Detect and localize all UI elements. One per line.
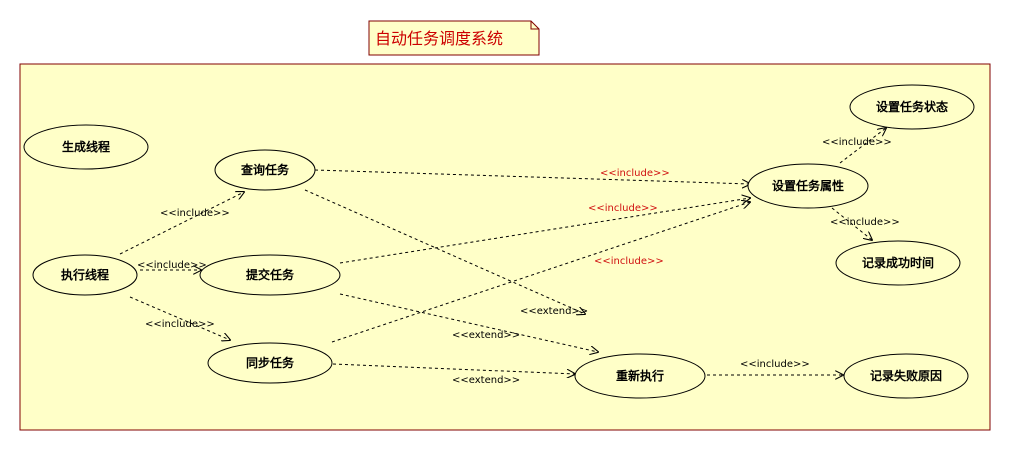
relation-label-exec-sync: <<include>>: [145, 319, 215, 330]
use-case-failreason: 记录失败原因: [843, 353, 969, 399]
relation-arrow-sync-reexec: [332, 363, 575, 374]
relation-arrow-setattr-successtime: [831, 207, 872, 240]
relation-arrow-sync-setattr: [331, 202, 750, 343]
use-case-label-sync: 同步任务: [246, 355, 295, 370]
use-case-ellipse-query: [214, 149, 316, 191]
use-case-query: 查询任务: [214, 149, 316, 191]
use-case-ellipse-submit: [199, 254, 341, 296]
title-note: 自动任务调度系统: [368, 20, 540, 56]
use-case-label-setstatus: 设置任务状态: [876, 99, 948, 114]
use-case-ellipse-gen: [23, 124, 149, 170]
relation-arrow-query-setattr: [314, 169, 750, 184]
system-boundary: [19, 63, 991, 431]
use-case-label-query: 查询任务: [240, 162, 290, 177]
relation-label-sync-setattr: <<include>>: [594, 256, 664, 267]
relation-labels: <<include>> <<include>> <<include>> <<inclu…: [137, 137, 900, 386]
use-case-ellipse-setstatus: [849, 84, 975, 130]
use-case-sync: 同步任务: [207, 342, 333, 384]
use-case-label-exec: 执行线程: [61, 267, 109, 282]
relation-label-setattr-successtime: <<include>>: [830, 217, 900, 228]
relation-arrow-exec-sync: [129, 296, 230, 340]
use-case-ellipse-sync: [207, 342, 333, 384]
diagram-title: 自动任务调度系统: [375, 29, 503, 48]
use-case-label-failreason: 记录失败原因: [870, 368, 942, 383]
use-case-gen: 生成线程: [23, 124, 149, 170]
relation-label-setattr-setstatus: <<include>>: [822, 137, 892, 148]
relation-arrow-setattr-setstatus: [839, 128, 886, 164]
relation-label-query-setattr: <<include>>: [600, 168, 670, 179]
relation-arrow-exec-query: [119, 192, 244, 255]
use-case-ellipse-successtime: [835, 240, 961, 286]
use-case-label-submit: 提交任务: [246, 267, 295, 282]
use-case-submit: 提交任务: [199, 254, 341, 296]
relation-label-submit-setattr: <<include>>: [588, 203, 658, 214]
use-case-exec: 执行线程: [32, 254, 138, 296]
use-case-reexec: 重新执行: [574, 353, 706, 399]
use-case-ellipse-failreason: [843, 353, 969, 399]
relations: [119, 128, 886, 375]
relation-label-exec-submit: <<include>>: [137, 260, 207, 271]
relation-label-reexec-failreason: <<include>>: [740, 359, 810, 370]
use-case-ellipse-exec: [32, 254, 138, 296]
use-case-label-successtime: 记录成功时间: [862, 255, 934, 270]
use-case-ellipse-setattr: [747, 163, 869, 209]
use-case-setattr: 设置任务属性: [747, 163, 869, 209]
relation-arrow-submit-reexec: [339, 293, 598, 352]
use-case-setstatus: 设置任务状态: [849, 84, 975, 130]
use-case-label-gen: 生成线程: [62, 139, 110, 154]
relation-label-exec-query: <<include>>: [160, 208, 230, 219]
relation-label-query-reexec: <<extend>>: [520, 306, 588, 317]
use-case-successtime: 记录成功时间: [835, 240, 961, 286]
use-case-ellipse-reexec: [574, 353, 706, 399]
relation-label-submit-reexec: <<extend>>: [452, 330, 520, 341]
relation-label-sync-reexec: <<extend>>: [452, 375, 520, 386]
use-case-label-setattr: 设置任务属性: [772, 178, 844, 193]
use-case-label-reexec: 重新执行: [616, 368, 664, 383]
